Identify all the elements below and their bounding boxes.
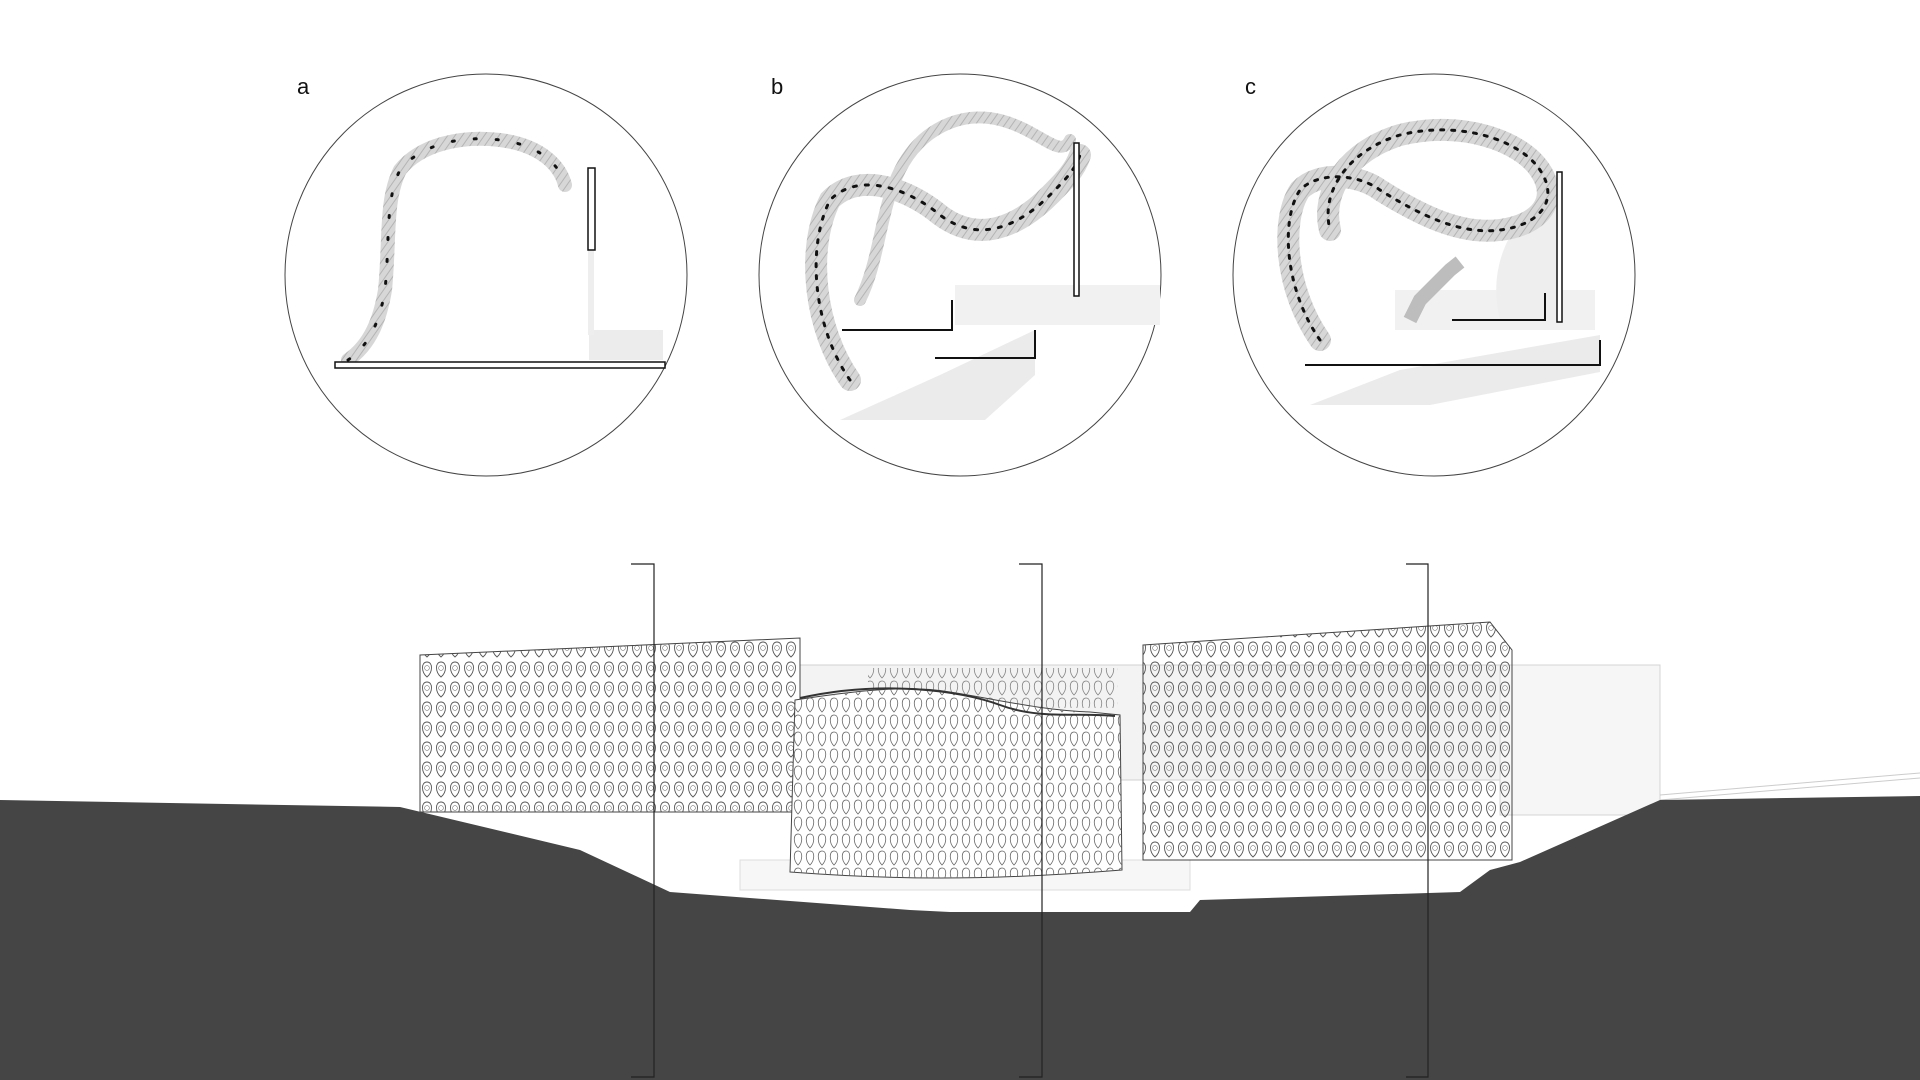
floor-slab-c2 <box>1305 340 1601 366</box>
ribbon-b-lower <box>805 144 1091 391</box>
shadow-plane-a <box>589 330 663 360</box>
ribbon-c-stair <box>1403 256 1465 324</box>
floor-slab-b2 <box>935 330 1036 359</box>
detail-circle-b <box>758 73 1162 477</box>
detail-circle-c <box>1232 73 1636 477</box>
section-cut-marker-a <box>631 563 655 1078</box>
wall-element-a <box>587 167 596 251</box>
floor-slab-c1 <box>1452 293 1546 321</box>
panel-label-a: a <box>297 74 310 99</box>
section-cut-marker-b <box>1019 563 1043 1078</box>
floor-slab-b1 <box>842 300 953 331</box>
panel-label-c: c <box>1245 74 1256 99</box>
mesh-panel-left <box>419 637 801 813</box>
ribbon-b-upper <box>854 111 1076 306</box>
ground-section <box>0 796 1920 1080</box>
mesh-panel-right <box>1142 621 1513 861</box>
ribbon-a <box>341 131 572 367</box>
panel-label-b: b <box>771 74 784 99</box>
floor-slab-a <box>334 361 666 369</box>
shadow-plane-c <box>1310 335 1600 405</box>
shadow-plane-b <box>840 330 1035 420</box>
wall-element-b <box>1073 142 1080 297</box>
wall-element-c <box>1556 171 1563 323</box>
detail-circle-a <box>284 73 688 477</box>
section-cut-marker-c <box>1406 563 1429 1078</box>
mesh-panel-center <box>789 687 1123 879</box>
